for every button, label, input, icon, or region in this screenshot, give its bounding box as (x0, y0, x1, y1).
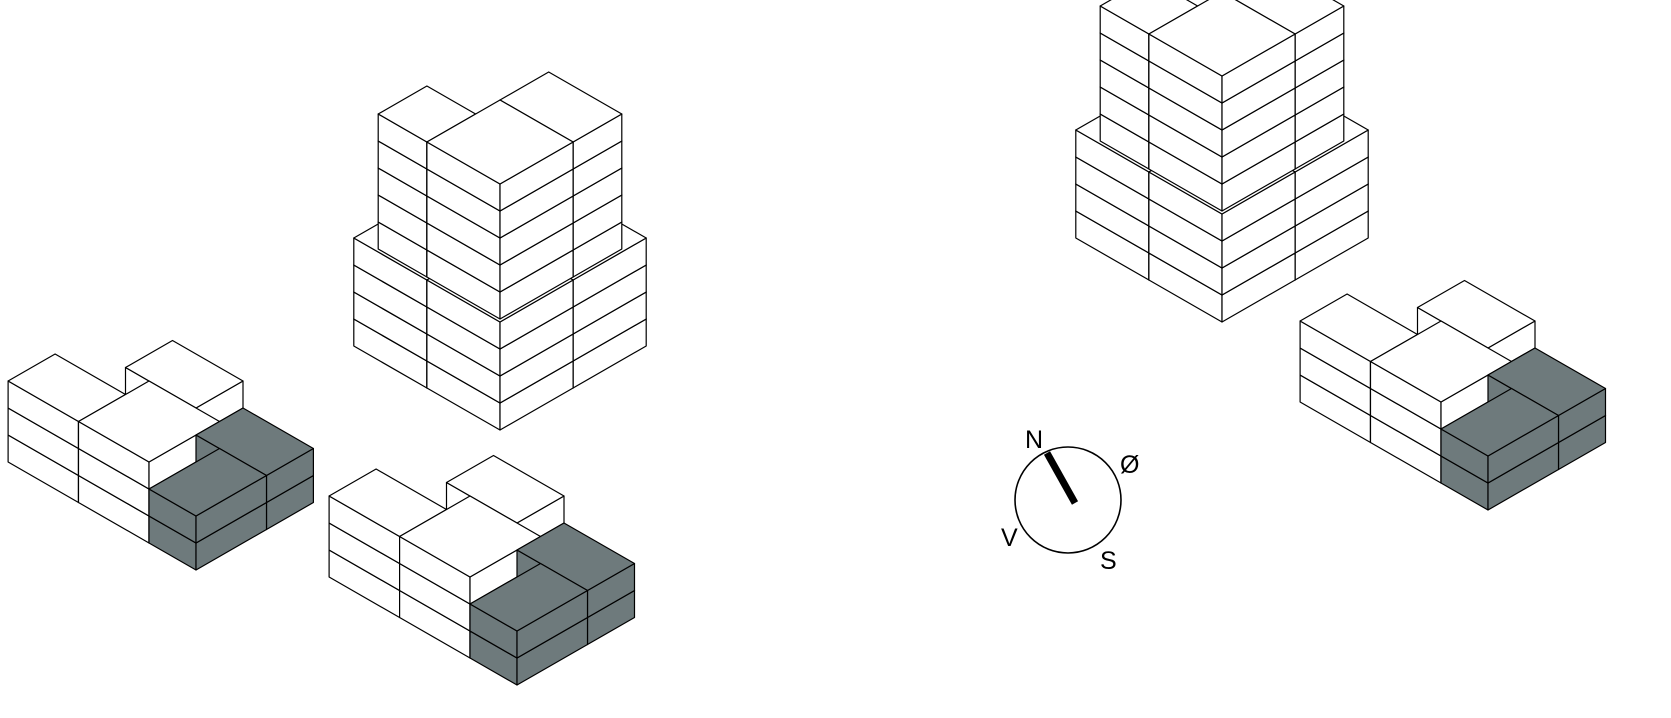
compass-label-south: S (1100, 547, 1117, 575)
building-cluster-small-center-bottom (328, 454, 636, 686)
compass-label-east: Ø (1120, 451, 1139, 479)
compass-needle (1043, 451, 1079, 505)
building-cluster-large-center-top (353, 71, 647, 431)
compass-rose: N Ø S V (1001, 426, 1139, 575)
building-clusters (7, 0, 1607, 686)
highlight-f1-1-roof (469, 562, 589, 632)
building-cluster-small-right-bottom (1299, 279, 1607, 511)
compass-label-west: V (1001, 524, 1018, 552)
tower-f4-2-roof (426, 99, 574, 185)
tower-f4-2-roof (1148, 0, 1296, 77)
building-cluster-large-right-top (1075, 0, 1369, 323)
highlight-f1-1-roof (148, 447, 268, 517)
compass-circle (1014, 446, 1122, 554)
compass-label-north: N (1025, 426, 1043, 454)
building-cluster-small-left (7, 339, 314, 571)
highlight-f1-1-roof (1440, 387, 1560, 457)
